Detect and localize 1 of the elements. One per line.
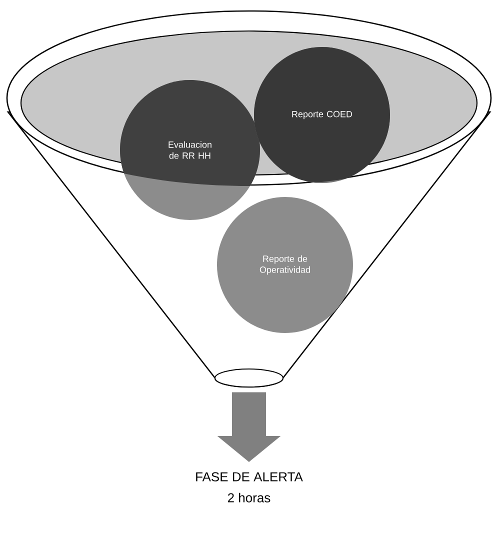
result-text: FASE DE ALERTA 2 horas [196, 472, 303, 502]
